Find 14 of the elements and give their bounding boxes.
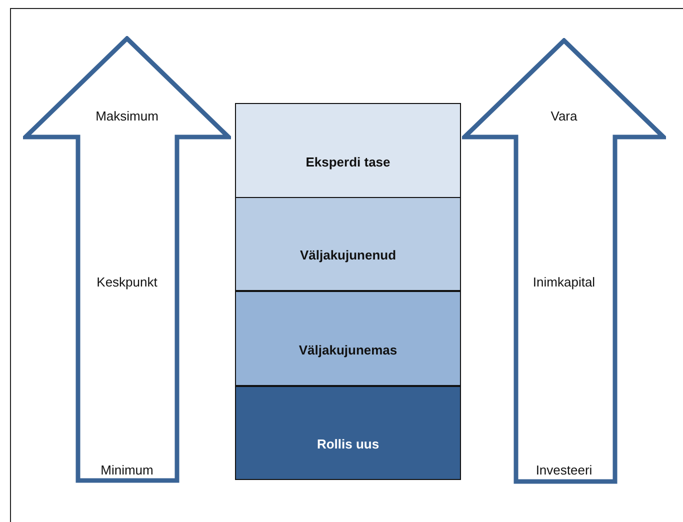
arrow-label: Inimkapital [532, 274, 596, 290]
level-box [235, 197, 461, 291]
arrow-label: Keskpunkt [96, 274, 158, 290]
arrow-label: Maksimum [96, 108, 158, 124]
level-label: Rollis uus [316, 436, 380, 452]
level-box [235, 291, 461, 386]
arrow-label: Vara [550, 108, 578, 124]
level-label: Eksperdi tase [306, 154, 390, 169]
level-label: Väljakujunemas [298, 342, 398, 357]
level-label: Väljakujunenud [300, 248, 396, 262]
level-box [235, 386, 461, 480]
arrow-label: Minimum [100, 462, 154, 478]
arrow-label: Investeeri [536, 462, 592, 478]
level-box [235, 103, 461, 198]
